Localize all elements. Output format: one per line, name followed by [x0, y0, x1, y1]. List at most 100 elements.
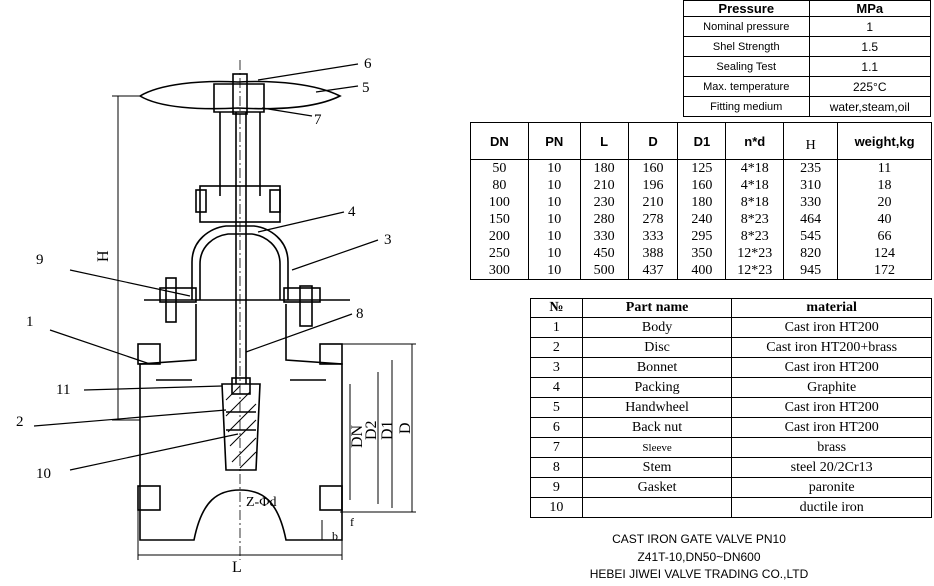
part-material: paronite — [731, 477, 932, 498]
dims-cell: 10 — [527, 194, 581, 211]
dims-header-pn: PN — [527, 122, 581, 160]
dims-cell: 50 — [470, 159, 529, 177]
part-no: 9 — [530, 477, 583, 498]
dims-cell: 160 — [627, 159, 679, 177]
parts-header-no: № — [530, 298, 583, 318]
part-material: Cast iron HT200 — [731, 317, 932, 338]
part-name: Body — [581, 317, 733, 338]
dims-cell: 330 — [783, 194, 839, 211]
caption-title: CAST IRON GATE VALVE PN10 — [612, 532, 786, 546]
dims-cell: 450 — [579, 245, 629, 262]
dims-cell: 125 — [677, 159, 727, 177]
dims-cell: 545 — [783, 228, 839, 245]
part-name: Disc — [581, 337, 733, 358]
dims-cell: 180 — [579, 159, 629, 177]
caption-model: Z41T-10,DN50~DN600 — [637, 550, 761, 564]
dims-cell: 350 — [677, 245, 727, 262]
dims-cell: 310 — [783, 177, 839, 194]
dims-cell: 160 — [677, 177, 727, 194]
callout-5: 5 — [362, 80, 370, 96]
dims-cell: 300 — [470, 262, 529, 280]
dim-label-d: D — [397, 422, 414, 434]
callout-8: 8 — [356, 306, 364, 322]
dims-cell: 8*23 — [725, 211, 785, 228]
dims-cell: 500 — [579, 262, 629, 280]
dims-cell: 10 — [527, 245, 581, 262]
dims-cell: 388 — [627, 245, 679, 262]
dims-cell: 66 — [837, 228, 932, 245]
part-material: steel 20/2Cr13 — [731, 457, 932, 478]
pressure-value: 1 — [808, 16, 931, 37]
part-material: Cast iron HT200 — [731, 417, 932, 438]
part-no: 7 — [530, 437, 583, 458]
dims-cell: 464 — [783, 211, 839, 228]
dims-cell: 20 — [837, 194, 932, 211]
table-row: Fitting medium water,steam,oil — [683, 96, 931, 117]
dims-cell: 10 — [527, 177, 581, 194]
pressure-param: Nominal pressure — [683, 16, 810, 37]
part-name: Bonnet — [581, 357, 733, 378]
handwheel — [138, 80, 342, 110]
disc — [221, 383, 261, 471]
part-material: ductile iron — [731, 497, 932, 518]
dims-cell: 278 — [627, 211, 679, 228]
part-no: 3 — [530, 357, 583, 378]
parts-header-material: material — [731, 298, 932, 318]
part-no: 10 — [530, 497, 583, 518]
dims-cell: 100 — [470, 194, 529, 211]
callout-11: 11 — [56, 382, 70, 398]
part-no: 8 — [530, 457, 583, 478]
dims-cell: 10 — [527, 228, 581, 245]
dims-cell: 196 — [627, 177, 679, 194]
part-name: Handwheel — [581, 397, 733, 418]
part-name: Sleeve — [581, 437, 733, 458]
dims-cell: 80 — [470, 177, 529, 194]
table-row: Sealing Test 1.1 — [683, 56, 931, 77]
dims-header-l: L — [579, 122, 629, 160]
pressure-value: water,steam,oil — [808, 96, 931, 117]
part-material: Cast iron HT200+brass — [731, 337, 932, 358]
part-name: Back nut — [581, 417, 733, 438]
dims-header-d1: D1 — [677, 122, 727, 160]
dims-cell: 280 — [579, 211, 629, 228]
dims-cell: 235 — [783, 159, 839, 177]
pressure-value: 225°C — [808, 76, 931, 97]
pressure-value: 1.5 — [808, 36, 931, 57]
part-material: Cast iron HT200 — [731, 357, 932, 378]
yoke — [219, 112, 261, 196]
callout-10: 10 — [36, 466, 51, 482]
dims-cell: 124 — [837, 245, 932, 262]
part-name: Stem — [581, 457, 733, 478]
dims-cell: 4*18 — [725, 177, 785, 194]
dims-cell: 295 — [677, 228, 727, 245]
pressure-param: Sealing Test — [683, 56, 810, 77]
dims-header-dn: DN — [470, 122, 529, 160]
dims-cell: 250 — [470, 245, 529, 262]
dims-header-h: H — [783, 122, 839, 160]
parts-header-name: Part name — [581, 298, 733, 318]
part-name: Gasket — [581, 477, 733, 498]
dims-header-nd: n*d — [725, 122, 785, 160]
dims-cell: 945 — [783, 262, 839, 280]
dims-cell: 10 — [527, 262, 581, 280]
dim-label-z-phi-d: Z-Φd — [246, 495, 276, 510]
dims-cell: 12*23 — [725, 245, 785, 262]
dims-cell: 400 — [677, 262, 727, 280]
part-no: 6 — [530, 417, 583, 438]
pressure-header-unit: MPa — [808, 0, 931, 17]
part-no: 2 — [530, 337, 583, 358]
dims-cell: 180 — [677, 194, 727, 211]
